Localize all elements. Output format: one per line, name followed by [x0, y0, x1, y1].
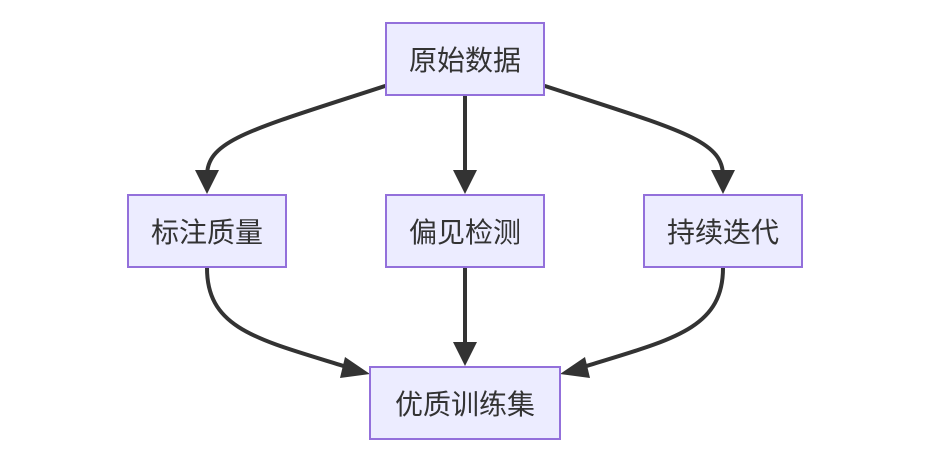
- node-bias-detection-label: 偏见检测: [408, 216, 521, 249]
- edge-iter-to-dataset: [578, 266, 725, 370]
- edge-label-to-dataset: [205, 266, 352, 370]
- node-continuous-iteration-label: 持续迭代: [666, 216, 779, 249]
- arrowhead-dataset-left: [340, 357, 370, 378]
- node-quality-training-set: 优质训练集: [369, 366, 561, 440]
- node-label-quality-label: 标注质量: [150, 216, 263, 249]
- arrowhead-iter: [711, 170, 735, 194]
- edge-raw-to-label: [205, 84, 387, 178]
- arrowhead-bias: [453, 170, 477, 194]
- node-label-quality: 标注质量: [127, 194, 287, 268]
- node-bias-detection: 偏见检测: [385, 194, 545, 268]
- node-continuous-iteration: 持续迭代: [643, 194, 803, 268]
- arrowhead-dataset-center: [453, 342, 477, 366]
- node-quality-training-set-label: 优质训练集: [394, 388, 535, 421]
- node-raw-data: 原始数据: [385, 22, 545, 96]
- arrowhead-dataset-right: [560, 357, 590, 378]
- edge-raw-to-iter: [543, 84, 725, 178]
- arrowhead-label: [195, 170, 219, 194]
- node-raw-data-label: 原始数据: [408, 44, 521, 77]
